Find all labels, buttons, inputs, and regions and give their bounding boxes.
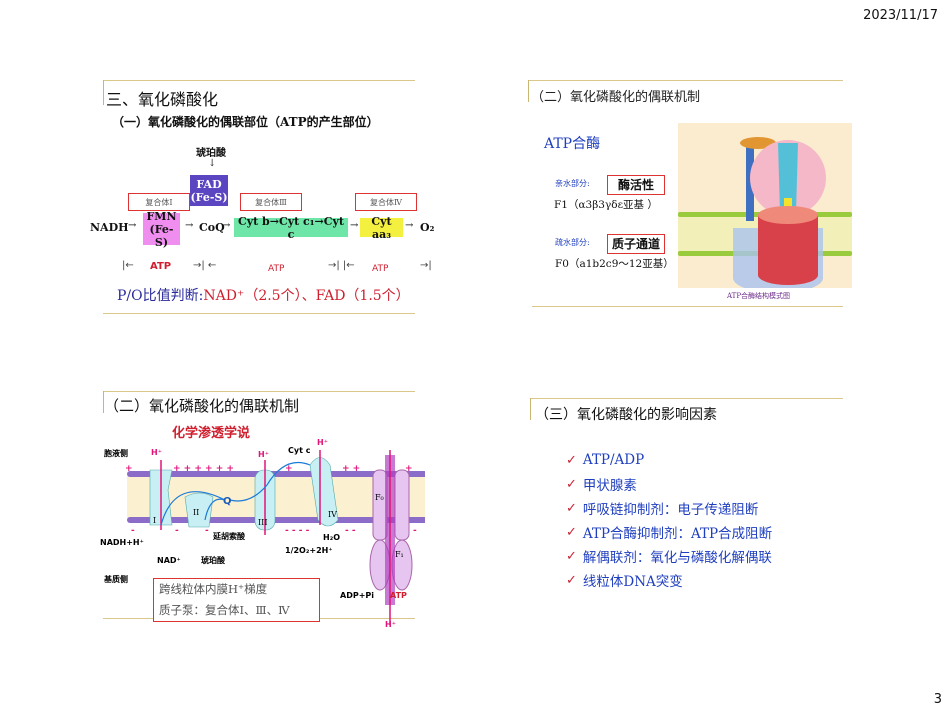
check-icon: ✓	[566, 476, 577, 492]
check-icon: ✓	[566, 572, 577, 588]
nadh-label: NADH+H⁺	[100, 538, 144, 547]
complex4-box: 复合体Ⅳ	[355, 193, 417, 211]
nad-label: NAD⁺	[157, 556, 181, 565]
theory-title: 化学渗透学说	[172, 426, 251, 441]
page-number: 3	[933, 692, 942, 707]
atp-label: ATP	[390, 591, 407, 600]
factor-list: ✓ATP/ADP ✓甲状腺素 ✓呼吸链抑制剂：电子传递阻断 ✓ATP合酶抑制剂：…	[566, 448, 772, 592]
hydrophobic-label: 疏水部分:	[555, 238, 590, 247]
arrow-icon: →	[405, 220, 414, 231]
span-arrows: |←	[122, 260, 134, 271]
po-ratio: P/O比值判断:NAD⁺（2.5个）、FAD（1.5个）	[117, 288, 410, 304]
slide-title: 三、氧化磷酸化	[106, 90, 219, 109]
f1-label: F₁	[395, 550, 404, 559]
atp-label: ATP	[150, 261, 172, 272]
succinate-label: 琥珀酸	[196, 148, 226, 159]
svg-text:+: +	[405, 464, 413, 474]
proton-gradient-note: 跨线粒体内膜H⁺梯度 质子泵：复合体Ⅰ、Ⅲ、Ⅳ	[153, 578, 320, 622]
hydrophilic-label: 亲水部分:	[555, 179, 590, 188]
o2-label: O₂	[420, 221, 435, 234]
list-item: ✓ATP/ADP	[566, 452, 645, 468]
enzyme-activity-box: 酶活性	[607, 175, 665, 195]
svg-text:- - - -: - - - -	[285, 526, 310, 536]
oxygen-label: 1/2O₂+2H⁺	[285, 546, 333, 555]
svg-text:+: +	[125, 464, 133, 474]
arrow-icon: →	[185, 220, 194, 231]
atp-synthase-illustration	[678, 123, 852, 288]
svg-text:-: -	[205, 526, 209, 536]
water-label: H₂O	[323, 533, 340, 542]
check-icon: ✓	[566, 500, 577, 516]
complex-label: IV	[328, 510, 337, 519]
list-item: ✓解偶联剂：氧化与磷酸化解偶联	[566, 548, 772, 567]
proton-label: H⁺	[317, 438, 328, 447]
q-label: Q	[223, 496, 232, 507]
span-arrows: →|	[420, 260, 432, 271]
complex3-box: 复合体Ⅲ	[240, 193, 302, 211]
adp-label: ADP+Pi	[340, 591, 374, 600]
arrow-icon: →	[222, 220, 231, 231]
slide-subtitle: （一）氧化磷酸化的偶联部位（ATP的产生部位）	[112, 115, 379, 129]
membrane-diagram: + + + + + + + + + + + - - - - - - - - - - 胞液侧 基质侧…	[100, 438, 425, 629]
fad-box: FAD(Fe-S)	[190, 175, 228, 206]
note-line: 质子泵：复合体Ⅰ、Ⅲ、Ⅳ	[159, 603, 290, 617]
image-caption: ATP合酶结构模式图	[727, 292, 791, 300]
proton-channel-box: 质子通道	[607, 234, 665, 254]
svg-text:-: -	[131, 526, 135, 536]
svg-text:+ + + + + +: + + + + + +	[173, 464, 234, 474]
list-item: ✓呼吸链抑制剂：电子传递阻断	[566, 500, 759, 519]
arrow-icon: →	[350, 220, 359, 231]
nadh-label: NADH	[90, 221, 129, 234]
heading: ATP合酶	[544, 136, 601, 152]
slide-title: （三）氧化磷酸化的影响因素	[535, 407, 717, 423]
complex-label: I	[153, 516, 156, 525]
svg-text:+ +: + +	[342, 464, 360, 474]
list-item: ✓线粒体DNA突变	[566, 572, 683, 591]
slide-title: （二）氧化磷酸化的偶联机制	[531, 90, 701, 105]
f0-label: F0（a1b2c9～12亚基）	[555, 258, 674, 270]
complex-label: II	[193, 508, 199, 517]
f0-label: F₀	[375, 493, 384, 502]
svg-text:-: -	[413, 526, 417, 536]
svg-text:- -: - -	[345, 526, 356, 536]
span-arrows: →| |←	[328, 260, 355, 271]
arrow-down-icon: ↓	[208, 158, 217, 169]
atp-label: ATP	[268, 264, 285, 274]
fmn-box: FMN(Fe-S)	[143, 210, 180, 249]
list-item: ✓ATP合酶抑制剂：ATP合成阻断	[566, 524, 773, 543]
list-item: ✓甲状腺素	[566, 476, 637, 495]
succinate-label: 琥珀酸	[201, 555, 226, 565]
cyt-aa3-box: Cyt aa₃	[360, 215, 403, 241]
complex1-box: 复合体Ⅰ	[128, 193, 190, 211]
proton-label: H⁺	[151, 448, 162, 457]
matrix-label: 基质侧	[103, 574, 128, 584]
check-icon: ✓	[566, 524, 577, 540]
cytosol-label: 胞液侧	[103, 448, 128, 458]
fumarate-label: 延胡索酸	[212, 531, 246, 541]
cyt-chain-box: Cyt b→Cyt c₁→Cyt c	[234, 215, 348, 241]
check-icon: ✓	[566, 548, 577, 564]
slide-title: （二）氧化磷酸化的偶联机制	[104, 397, 300, 415]
proton-label: H⁺	[385, 620, 396, 629]
date: 2023/11/17	[863, 8, 938, 23]
svg-text:-: -	[175, 526, 179, 536]
span-arrows: →| ←	[193, 260, 217, 271]
f1-label: F1（α3β3γδε亚基 ）	[554, 199, 658, 211]
note-line: 跨线粒体内膜H⁺梯度	[159, 582, 268, 596]
complex-label: III	[258, 518, 267, 527]
proton-label: H⁺	[258, 450, 269, 459]
coq-label: CoQ	[199, 221, 225, 234]
check-icon: ✓	[566, 452, 577, 468]
cytc-label: Cyt c	[288, 446, 311, 455]
arrow-icon: →	[128, 220, 137, 231]
atp-label: ATP	[372, 264, 389, 274]
svg-text:+: +	[285, 464, 293, 474]
